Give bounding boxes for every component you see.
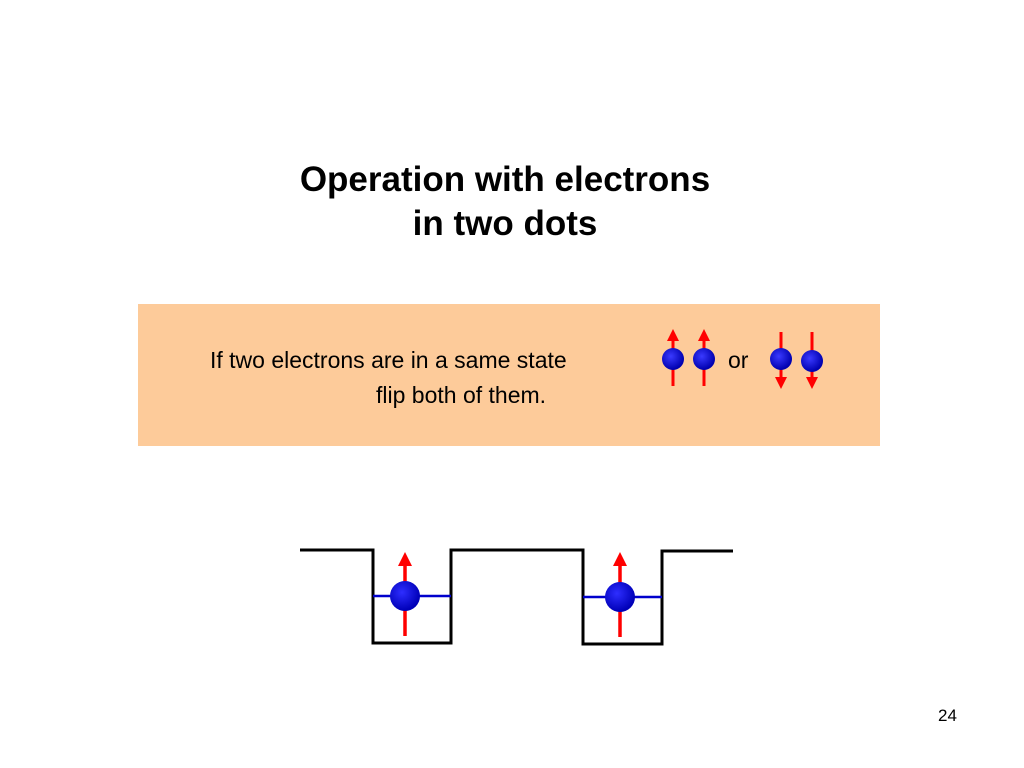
callout-text-line-1: If two electrons are in a same state: [210, 347, 567, 373]
spin-down-electron-1: [770, 332, 792, 389]
spin-down-electron-2: [801, 332, 823, 389]
both-spins-up-icon: [662, 329, 715, 386]
spin-up-electron-1: [662, 329, 684, 386]
callout-text-line-2: flip both of them.: [376, 382, 547, 408]
right-electron: [605, 582, 635, 612]
title-line-1: Operation with electrons: [299, 160, 711, 199]
callout-or: or: [728, 347, 749, 373]
right-dot: [583, 552, 662, 637]
title-line-2: in two dots: [412, 204, 598, 243]
left-spin-arrow-head: [398, 552, 412, 566]
spin-up-electron-2: [693, 329, 715, 386]
left-electron: [390, 581, 420, 611]
page-number: 24: [938, 706, 957, 725]
both-spins-down-icon: [770, 332, 823, 389]
potential-profile: [300, 548, 733, 646]
slide-title: Operation with electrons in two dots: [0, 158, 1010, 246]
right-spin-arrow-head: [613, 552, 627, 566]
left-dot: [373, 552, 451, 636]
callout-box: If two electrons are in a same state or: [138, 304, 880, 446]
